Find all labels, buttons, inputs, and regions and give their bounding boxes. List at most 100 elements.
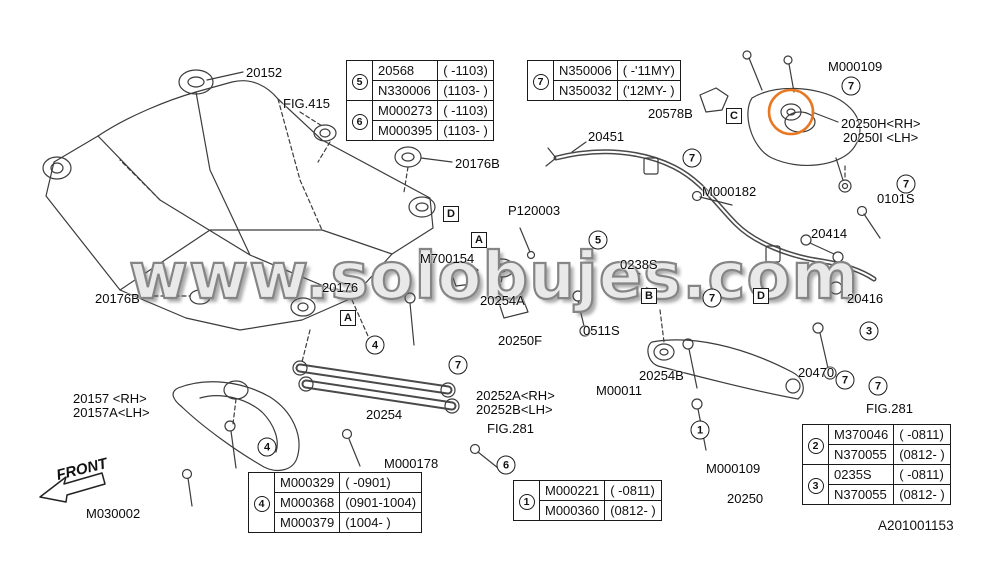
callout-number-cell: 7 — [527, 60, 554, 101]
part-label-m00011: M00011 — [596, 383, 643, 398]
part-number-cell: N330006 — [371, 80, 439, 101]
table-row: N330006(1103- ) — [347, 80, 494, 101]
part-number-cell: M000395 — [371, 120, 439, 141]
table-row: M000379(1004- ) — [249, 512, 423, 533]
date-range-cell: (1103- ) — [437, 120, 494, 141]
part-number-cell: 20568 — [371, 60, 439, 81]
callout-circle-2: 2 — [807, 438, 824, 455]
part-label-20250f: 20250F — [498, 333, 543, 348]
callout-circle-4: 4 — [253, 496, 270, 513]
callout-circle-7: 7 — [682, 148, 702, 168]
callout-circle-5: 5 — [351, 74, 368, 91]
callout-circle-7: 7 — [702, 288, 722, 308]
date-range-cell: (1103- ) — [437, 80, 494, 101]
part-number-cell: M000368 — [273, 492, 341, 513]
section-marker-d: D — [443, 206, 459, 222]
part-number-cell: N350032 — [553, 80, 618, 101]
section-marker-a: A — [340, 310, 356, 326]
highlight-circle — [767, 88, 815, 136]
callout-circle-7: 7 — [868, 376, 888, 396]
section-marker-a: A — [471, 232, 487, 248]
table-row: M000368(0901-1004) — [249, 492, 423, 513]
part-label-20451: 20451 — [588, 129, 625, 144]
stabilizer-bar-drawing — [545, 147, 877, 380]
callout-number-cell: 2 — [802, 424, 829, 465]
callout-circle-7: 7 — [841, 76, 861, 96]
part-label-0101s: 0101S — [877, 191, 915, 206]
part-label-20250ilh: 20250I <LH> — [843, 130, 919, 145]
part-label-20252arh: 20252A<RH> — [476, 388, 555, 403]
date-range-cell: (0901-1004) — [339, 492, 423, 513]
part-label-20250hrh: 20250H<RH> — [841, 116, 921, 131]
callout-circle-1: 1 — [518, 494, 535, 511]
date-range-cell: ( -'11MY) — [616, 60, 681, 81]
part-label-0238s: 0238S — [620, 257, 658, 272]
part-label-20254: 20254 — [366, 407, 403, 422]
part-label-20254b: 20254B — [639, 368, 684, 383]
date-range-cell: ( -0811) — [893, 464, 951, 485]
callout-circle-4: 4 — [365, 335, 385, 355]
part-number-cell: 0235S — [827, 464, 895, 485]
table-row: M000395(1103- ) — [347, 120, 494, 141]
date-range-cell: ( -1103) — [437, 100, 494, 121]
upper-control-arm-drawing — [699, 87, 861, 193]
part-label-m030002: M030002 — [86, 506, 141, 521]
part-label-20252blh: 20252B<LH> — [476, 402, 553, 417]
part-number-cell: M000360 — [538, 500, 606, 521]
part-number-cell: N370055 — [827, 444, 895, 465]
table-row: M000360(0812- ) — [514, 500, 662, 521]
callout-circle-6: 6 — [351, 114, 368, 131]
lower-control-arm-drawing — [647, 339, 804, 400]
crossmember-drawing — [42, 69, 436, 331]
date-range-cell: ( -0901) — [339, 472, 423, 493]
callout-number-cell: 3 — [802, 464, 829, 505]
part-label-p120003: P120003 — [508, 203, 561, 218]
part-label-20470: 20470 — [798, 365, 835, 380]
date-range-cell: (1004- ) — [339, 512, 423, 533]
part-label-20254a: 20254A — [480, 293, 525, 308]
leader-lines — [132, 71, 846, 425]
callout-number-cell: 4 — [248, 472, 275, 533]
part-label-m000109: M000109 — [706, 461, 761, 476]
part-label-20176: 20176 — [322, 280, 359, 295]
callout-number-cell: 6 — [346, 100, 373, 141]
part-label-m700154: M700154 — [420, 251, 475, 266]
part-label-fig281: FIG.281 — [866, 401, 913, 416]
part-label-20176b: 20176B — [455, 156, 500, 171]
part-label-20157rh: 20157 <RH> — [73, 391, 147, 406]
part-label-m000178: M000178 — [384, 456, 439, 471]
front-arrow-icon — [39, 472, 106, 503]
part-label-20152: 20152 — [246, 65, 283, 80]
callout-circle-3: 3 — [859, 321, 879, 341]
callout-circle-7: 7 — [448, 355, 468, 375]
section-marker-d: D — [753, 288, 769, 304]
part-number-cell: M000273 — [371, 100, 439, 121]
part-label-m000109: M000109 — [828, 59, 883, 74]
callout-circle-7: 7 — [532, 74, 549, 91]
table-row: N370055(0812- ) — [803, 444, 951, 465]
section-marker-c: C — [726, 108, 742, 124]
part-label-20414: 20414 — [811, 226, 848, 241]
callout-circle-7: 7 — [896, 174, 916, 194]
date-range-cell: ( -0811) — [893, 424, 951, 445]
callout-number-cell: 5 — [346, 60, 373, 101]
part-number-cell: M370046 — [827, 424, 895, 445]
part-number-cell: N350006 — [553, 60, 618, 81]
table-row: N350032('12MY- ) — [528, 80, 681, 101]
part-label-20416: 20416 — [847, 291, 884, 306]
part-number-cell: M000221 — [538, 480, 606, 501]
callout-circle-7: 7 — [835, 370, 855, 390]
date-range-cell: (0812- ) — [893, 444, 951, 465]
date-range-cell: ( -1103) — [437, 60, 494, 81]
part-label-20157alh: 20157A<LH> — [73, 405, 150, 420]
